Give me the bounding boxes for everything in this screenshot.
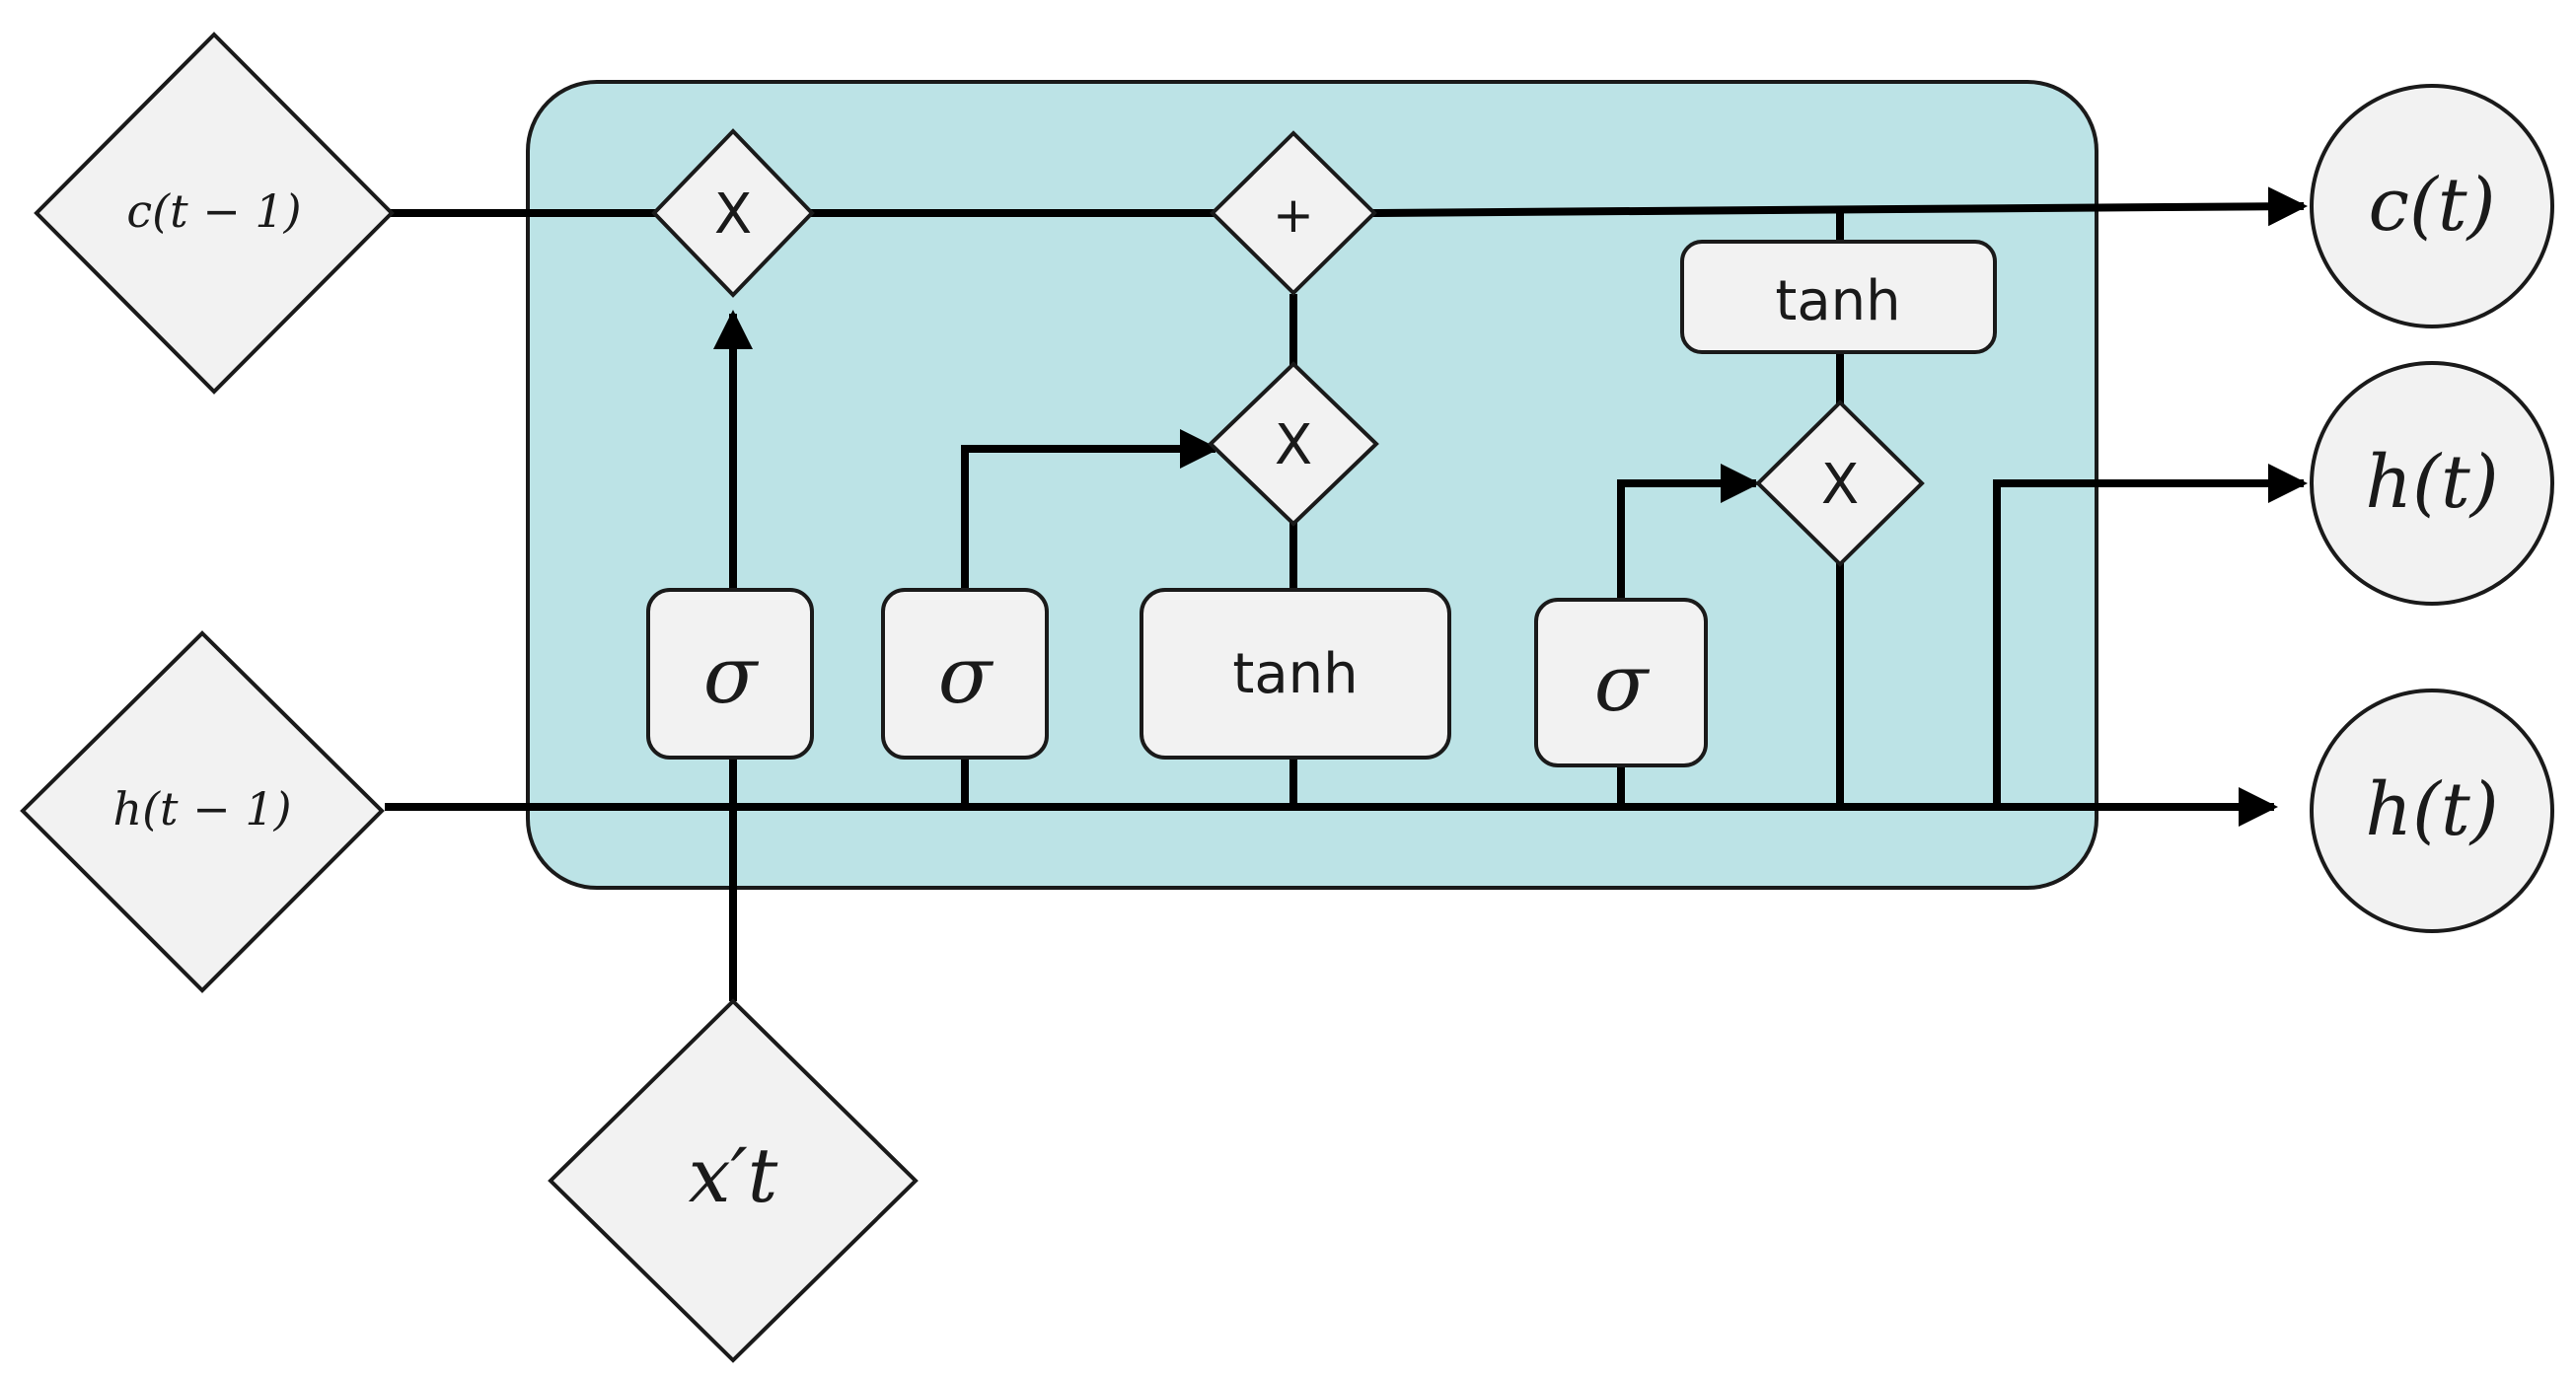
output-c-circle [2310, 84, 2554, 328]
input-gate-label: σ [938, 629, 994, 721]
input-c-prev-diamond [34, 32, 395, 395]
output-multiply-node: X [1755, 399, 1925, 567]
forget-gate-box [646, 588, 814, 760]
cell-tanh-label: tanh [1775, 269, 1900, 333]
input-gate-box [881, 588, 1049, 760]
cell-tanh-gate: tanh [1680, 240, 1997, 354]
output-h-upper-label: h(t) [2365, 440, 2498, 525]
forget-multiply-node: X [651, 128, 815, 298]
forget-gate-label: σ [703, 629, 760, 721]
input-x-label: x′t [689, 1131, 778, 1219]
input-multiply-diamond [1208, 361, 1379, 527]
candidate-gate-label: tanh [1232, 642, 1358, 706]
forget-multiply-diamond [651, 128, 815, 298]
candidate-gate-box [1140, 588, 1451, 760]
output-gate-label: σ [1594, 637, 1651, 729]
input-x-diamond [548, 998, 919, 1363]
input-gate: σ [881, 588, 1049, 760]
output-h-lower-circle [2310, 689, 2554, 933]
output-h-lower-label: h(t) [2365, 767, 2498, 852]
forget-multiply-label: X [714, 182, 752, 247]
output-multiply-diamond [1755, 399, 1925, 567]
output-h-upper: h(t) [2310, 361, 2554, 606]
hidden-out-upper-arrow [1993, 464, 2308, 807]
input-c-prev-label: c(t − 1) [126, 184, 301, 238]
forget-gate: σ [646, 588, 814, 760]
input-c-prev: c(t − 1) [34, 32, 395, 395]
output-gate-box [1534, 598, 1708, 767]
input-h-prev: h(t − 1) [20, 630, 385, 993]
input-x: x′t [548, 998, 919, 1363]
input-h-prev-diamond [20, 630, 385, 993]
output-c: c(t) [2310, 84, 2554, 328]
cell-tanh-box [1680, 240, 1997, 354]
input-multiply-node: X [1208, 361, 1379, 527]
output-multiply-label: X [1821, 453, 1859, 517]
add-diamond [1210, 130, 1377, 296]
add-label: + [1273, 186, 1314, 244]
output-h-upper-circle [2310, 361, 2554, 606]
output-h-lower: h(t) [2310, 689, 2554, 933]
input-multiply-label: X [1275, 413, 1312, 477]
add-node: + [1210, 130, 1377, 296]
input-h-prev-label: h(t − 1) [112, 782, 291, 835]
output-c-label: c(t) [2369, 163, 2496, 248]
candidate-gate: tanh [1140, 588, 1451, 760]
cell-state-out-arrow [1370, 186, 2308, 227]
output-gate: σ [1534, 598, 1708, 767]
